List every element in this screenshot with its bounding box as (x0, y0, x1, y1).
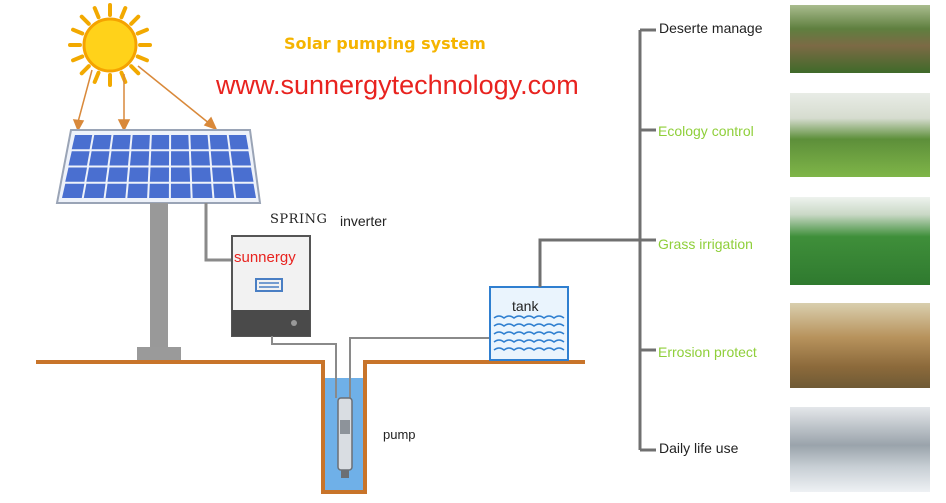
inverter-label: inverter (340, 213, 387, 229)
panel-to-inverter-cable (204, 203, 232, 262)
inverter-icon (231, 235, 311, 337)
pump-label: pump (383, 427, 416, 442)
diagram-title: Solar pumping system (284, 34, 486, 53)
application-ecology-label: Ecology control (658, 123, 754, 139)
sunlight-arrows (72, 65, 218, 132)
distribution-branches (640, 28, 656, 452)
application-desert-label: Deserte manage (659, 20, 763, 36)
sun-icon (68, 3, 152, 87)
solar-panel-icon (55, 129, 262, 204)
pump-to-tank-pipe (349, 337, 500, 398)
water-tap-photo (790, 407, 930, 492)
website-url: www.sunnergytechnology.com (216, 70, 579, 100)
tank-icon (489, 286, 569, 361)
application-erosion-label: Errosion protect (658, 344, 757, 360)
inverter-logo-text: sunnergy (234, 249, 296, 266)
inverter-to-pump-cable (271, 336, 337, 398)
sprinkler-field-photo (790, 197, 930, 285)
tree-nursery-photo (790, 93, 930, 177)
tank-label: tank (512, 298, 539, 314)
pump-icon (337, 397, 353, 478)
eroded-soil-photo (790, 303, 930, 388)
application-irrigation-label: Grass irrigation (658, 236, 753, 252)
tank-to-distribution-pipe (538, 238, 640, 287)
desert-hills-photo (790, 5, 930, 73)
application-daily-life-label: Daily life use (659, 440, 739, 456)
ground-with-well (36, 360, 585, 494)
panel-post-icon (137, 203, 181, 360)
inverter-brand: SPRING (270, 212, 328, 227)
